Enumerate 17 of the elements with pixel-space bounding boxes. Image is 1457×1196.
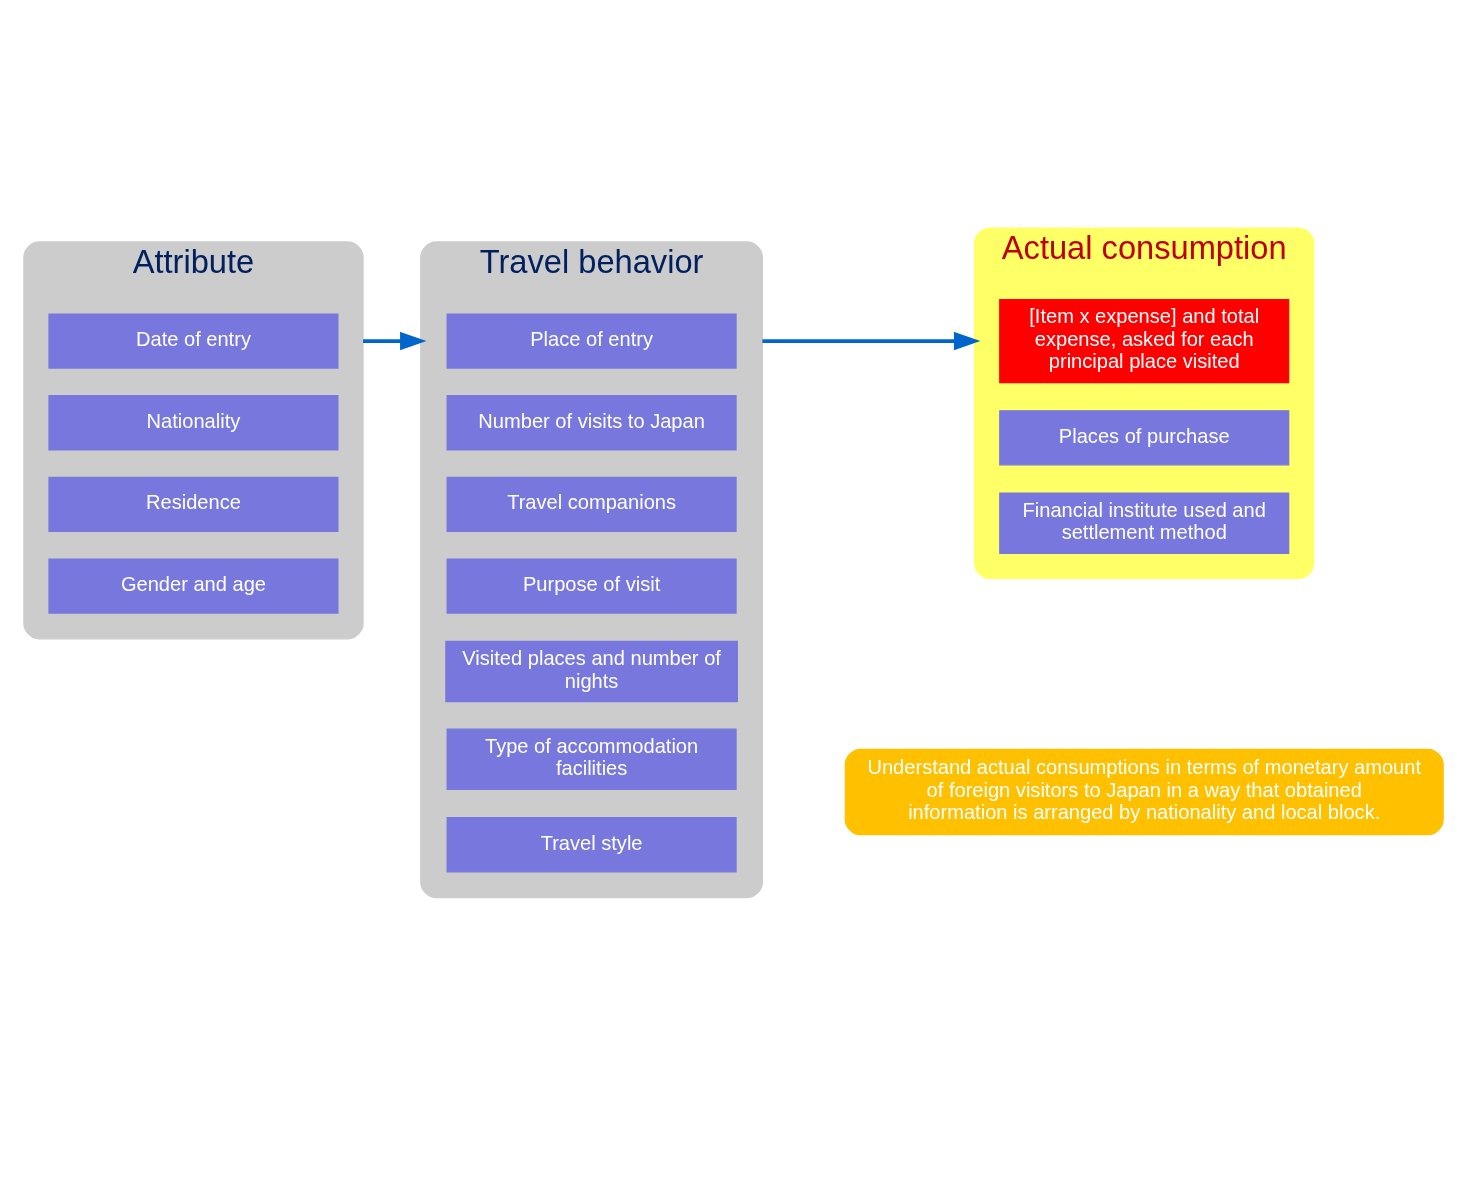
- node-box: Nationality: [48, 395, 339, 451]
- node-box: Visited places and number of nights: [445, 640, 738, 703]
- node-box: Purpose of visit: [446, 558, 737, 614]
- arrow: [762, 331, 981, 351]
- node-box: Place of entry: [446, 313, 737, 369]
- node-box: Understand actual consumptions in terms of monetary amount of foreign visitors to Japan in a way that obtained information is arranged by nationality and local block.: [844, 748, 1444, 836]
- node-box: Date of entry: [48, 313, 339, 369]
- node-box: Places of purchase: [999, 410, 1290, 466]
- node-box: Financial institute used and settlement method: [999, 492, 1290, 554]
- node-box: Travel companions: [446, 476, 737, 532]
- node-box: Gender and age: [48, 558, 339, 614]
- node-box: [Item x expense] and total expense, asked for each principal place visited: [999, 299, 1290, 384]
- node-box: Residence: [48, 476, 339, 532]
- node-box: Type of accommodation facilities: [446, 728, 737, 791]
- arrow: [363, 331, 427, 351]
- node-box: Travel style: [446, 817, 737, 873]
- node-box: Number of visits to Japan: [446, 395, 737, 451]
